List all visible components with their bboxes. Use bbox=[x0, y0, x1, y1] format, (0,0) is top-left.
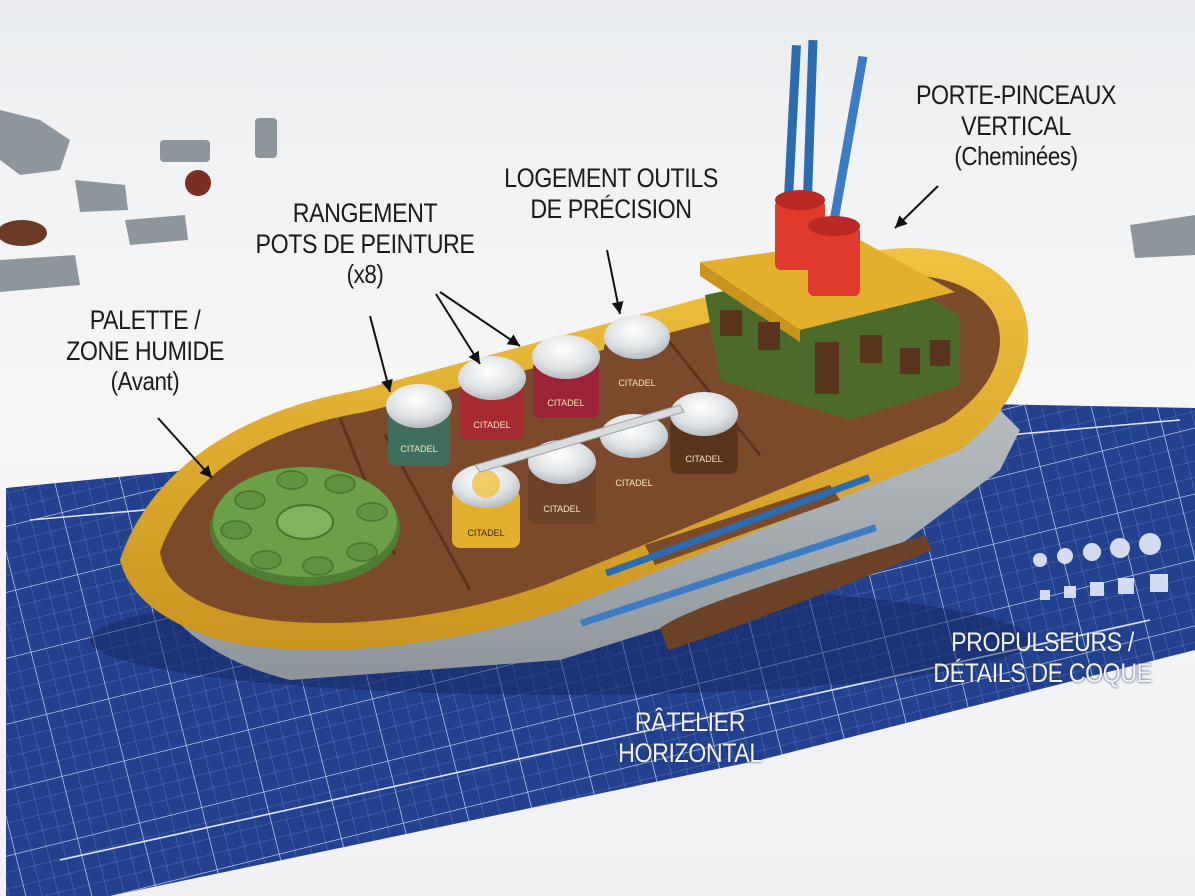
paint-pot: CITADEL bbox=[670, 392, 738, 474]
label-paint-storage: RANGEMENT POTS DE PEINTURE (x8) bbox=[230, 198, 500, 290]
label-brush-holder: PORTE-PINCEAUX VERTICAL (Cheminées) bbox=[890, 80, 1142, 172]
label-rack-line2: HORIZONTAL bbox=[618, 738, 762, 769]
label-paint-line2: POTS DE PEINTURE bbox=[255, 229, 475, 260]
label-thrusters-line2: DÉTAILS DE COQUE bbox=[933, 658, 1152, 689]
svg-text:CITADEL: CITADEL bbox=[618, 378, 655, 388]
paint-pot: CITADEL bbox=[386, 384, 452, 466]
label-tools-line2: DE PRÉCISION bbox=[530, 194, 692, 225]
paint-pot: CITADEL bbox=[604, 315, 670, 398]
arrow-paint-1 bbox=[369, 315, 393, 393]
svg-text:CITADEL: CITADEL bbox=[400, 444, 437, 454]
brush-holder-chimneys bbox=[775, 39, 868, 296]
paint-pot: CITADEL bbox=[452, 464, 520, 548]
background-miniatures bbox=[0, 110, 1195, 292]
label-thrusters: PROPULSEURS / DÉTAILS DE COQUE bbox=[915, 627, 1170, 689]
label-tools-line1: LOGEMENT OUTILS bbox=[504, 163, 718, 193]
paint-pot: CITADEL bbox=[600, 414, 668, 498]
paint-pot: CITADEL bbox=[458, 356, 526, 440]
label-brush-line2: VERTICAL bbox=[961, 111, 1071, 142]
horizontal-rack bbox=[580, 474, 932, 650]
svg-text:CITADEL: CITADEL bbox=[685, 454, 722, 464]
label-rack-line1: RÂTELIER bbox=[634, 707, 746, 737]
label-precision-tools: LOGEMENT OUTILS DE PRÉCISION bbox=[480, 163, 742, 225]
arrow-tools bbox=[606, 249, 624, 315]
wet-palette bbox=[210, 467, 400, 586]
svg-text:CITADEL: CITADEL bbox=[543, 504, 580, 514]
label-rack: RÂTELIER HORIZONTAL bbox=[590, 707, 790, 769]
label-brush-line1: PORTE-PINCEAUX bbox=[915, 80, 1116, 110]
svg-text:CITADEL: CITADEL bbox=[467, 528, 504, 538]
label-palette-line1: PALETTE / bbox=[89, 305, 201, 335]
paint-pot: CITADEL bbox=[532, 335, 600, 418]
label-paint-line3: (x8) bbox=[346, 259, 384, 290]
label-palette-line3: (Avant) bbox=[110, 366, 180, 397]
svg-text:CITADEL: CITADEL bbox=[547, 398, 584, 408]
arrow-palette bbox=[157, 417, 213, 479]
tweezers bbox=[474, 404, 685, 473]
label-palette: PALETTE / ZONE HUMIDE (Avant) bbox=[40, 305, 250, 397]
arrow-paint-3 bbox=[439, 291, 521, 347]
svg-text:CITADEL: CITADEL bbox=[473, 420, 510, 430]
svg-text:CITADEL: CITADEL bbox=[615, 478, 652, 488]
label-palette-line2: ZONE HUMIDE bbox=[66, 336, 224, 367]
label-thrusters-line1: PROPULSEURS / bbox=[951, 627, 1134, 657]
arrow-paint-2 bbox=[435, 293, 481, 365]
arrow-chimney bbox=[894, 185, 939, 229]
paint-pots: CITADEL CITADEL CITADEL CITADEL CITADEL … bbox=[386, 315, 738, 548]
label-paint-line1: RANGEMENT bbox=[292, 198, 438, 228]
label-brush-line3: (Cheminées) bbox=[954, 141, 1078, 172]
